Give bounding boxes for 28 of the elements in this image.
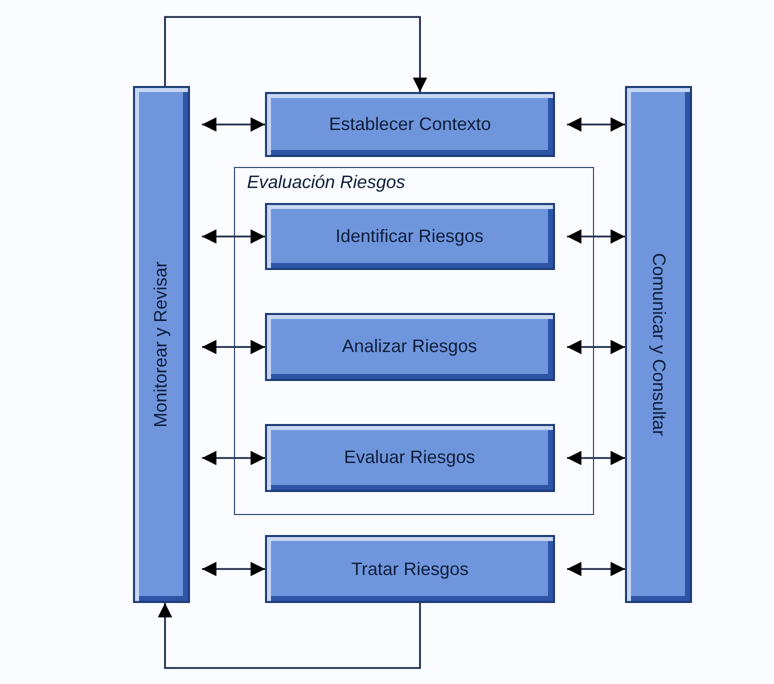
box-label: Comunicar y Consultar [648,252,669,436]
arrow [158,603,421,669]
process-bar [133,86,190,603]
double-arrow [202,117,265,132]
box-label: Evaluar Riesgos [344,447,476,468]
process-box [265,535,555,603]
process-box [264,424,554,492]
double-arrow [202,562,265,576]
double-arrow [202,229,265,244]
box-label: Identificar Riesgos [335,226,484,246]
box-label: Tratar Riesgos [351,558,469,580]
group-title: Evaluación Riesgos [247,172,406,193]
group-frame [234,167,594,515]
double-arrow [567,229,625,244]
box-label: Analizar Riesgos [342,336,478,357]
arrow [164,16,428,92]
double-arrow [567,117,625,132]
process-bar [625,86,692,603]
process-box [265,92,555,157]
box-label: Establecer Contexto [328,114,492,135]
double-arrow [567,450,625,466]
process-box [264,202,554,270]
double-arrow [567,562,625,576]
double-arrow [202,450,265,466]
box-label: Monitorear y Revisar [151,261,172,428]
double-arrow [567,340,625,354]
process-box [264,312,554,380]
double-arrow [202,340,265,354]
